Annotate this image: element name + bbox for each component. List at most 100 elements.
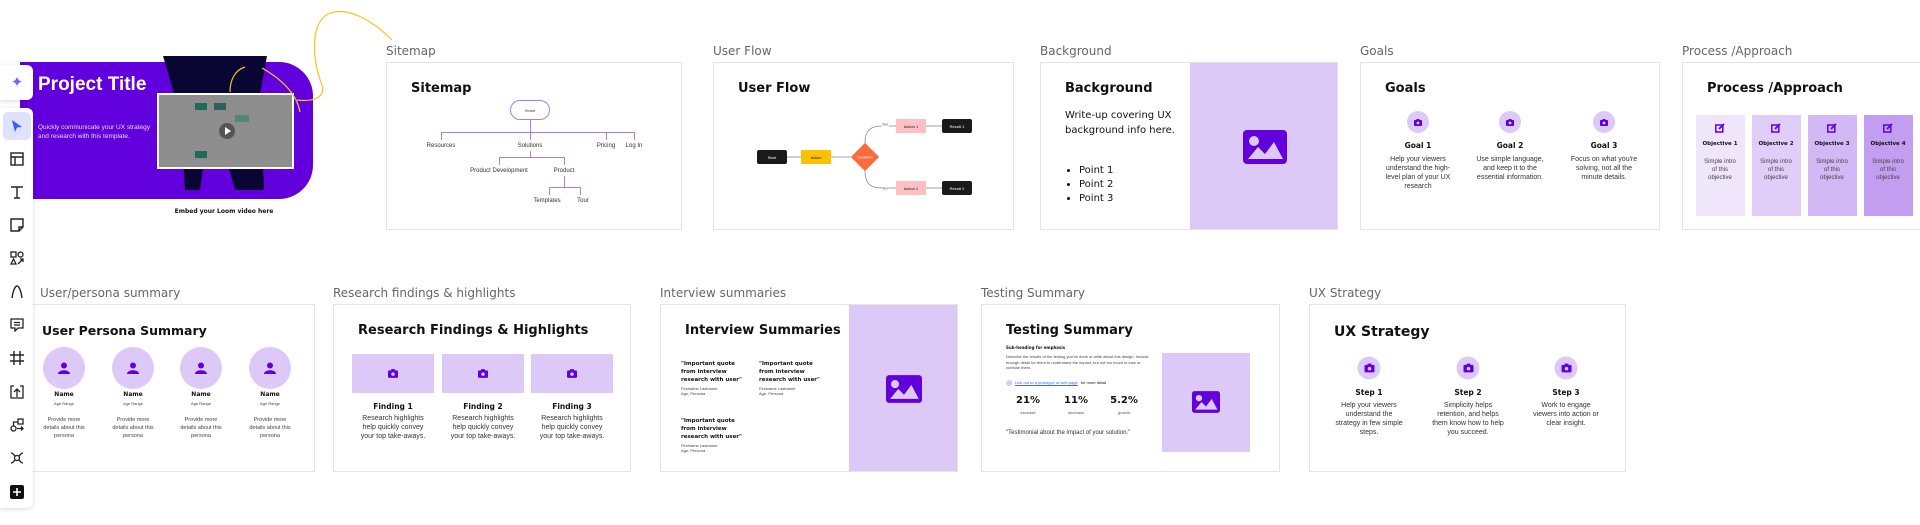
stat-value: 5.2% xyxy=(1110,395,1138,406)
sitemap-connector xyxy=(499,157,500,165)
sitemap-connector xyxy=(634,132,635,140)
frame-research[interactable]: Research Findings & Highlights Finding 1… xyxy=(333,304,631,472)
finding-image-placeholder xyxy=(352,354,434,393)
background-image-placeholder xyxy=(1190,63,1337,229)
persona-name: Name xyxy=(54,391,74,398)
persona-desc: Provide more details about this persona xyxy=(43,417,85,439)
frame-process[interactable]: Process /Approach Objective 1 Simple int… xyxy=(1682,62,1920,230)
stat-value: 21% xyxy=(1016,395,1040,406)
edit-icon xyxy=(1715,123,1725,133)
pen-icon[interactable] xyxy=(3,278,31,306)
sitemap-node-solutions: Solutions xyxy=(517,143,543,149)
interview-quote: "Important quote from interview research… xyxy=(681,360,751,396)
shapes-icon[interactable] xyxy=(3,244,31,272)
testing-subheading: Sub-heading for emphasis xyxy=(1006,345,1066,350)
ai-assist-panel: ✦ xyxy=(0,65,33,100)
video-thumbnail-card xyxy=(195,151,207,158)
research-title: Research Findings & Highlights xyxy=(358,323,589,338)
frame-ux-strategy[interactable]: UX Strategy Step 1 Help your viewers und… xyxy=(1309,304,1626,472)
frame-label-persona: User/persona summary xyxy=(40,286,181,300)
frame-persona[interactable]: User Persona Summary Name Age Range Prov… xyxy=(22,304,315,472)
quote-text: "Important quote from interview research… xyxy=(681,418,742,440)
objective-title: Objective 4 xyxy=(1870,141,1906,147)
process-title: Process /Approach xyxy=(1707,81,1843,96)
subtitle-line-1: Quickly communicate your UX strategy xyxy=(38,124,150,131)
flow-node-start: Start xyxy=(757,150,787,164)
sitemap-connector xyxy=(549,187,550,195)
goal-icon-circle xyxy=(1593,111,1615,133)
person-icon xyxy=(264,362,276,374)
finding-image-placeholder xyxy=(531,354,613,393)
person-icon xyxy=(195,362,207,374)
edit-icon xyxy=(1827,123,1837,133)
select-cursor-icon[interactable] xyxy=(3,112,31,140)
edit-icon xyxy=(1771,123,1781,133)
persona-desc: Provide more details about this persona xyxy=(180,417,222,439)
ai-sparkle-icon[interactable]: ✦ xyxy=(10,74,24,91)
frame-goals[interactable]: Goals Goal 1 Goal 2 Goal 3 Help your vie… xyxy=(1360,62,1660,230)
camera-icon xyxy=(388,369,398,378)
sitemap-connector xyxy=(549,187,581,188)
interview-title: Interview Summaries xyxy=(685,323,841,338)
person-icon xyxy=(58,362,70,374)
frame-testing[interactable]: Testing Summary Sub-heading for emphasis… xyxy=(981,304,1280,472)
link-suffix: for more detail xyxy=(1080,380,1107,385)
objective-title: Objective 3 xyxy=(1814,141,1850,147)
persona-age: Age Range xyxy=(259,401,281,406)
comment-icon[interactable] xyxy=(3,311,31,339)
frame-user-flow[interactable]: User Flow Start Action Decision Yes No A… xyxy=(713,62,1014,230)
background-title: Background xyxy=(1065,81,1153,96)
persona-name: Name xyxy=(191,391,211,398)
goal-title: Goal 1 xyxy=(1404,141,1432,150)
frame-background[interactable]: Background Write-up covering UX backgrou… xyxy=(1040,62,1338,230)
objective-desc: Simple intro of this objective xyxy=(1872,159,1904,181)
objective-title: Objective 2 xyxy=(1758,141,1794,147)
ux-strategy-title: UX Strategy xyxy=(1334,324,1430,340)
frame-label-research: Research findings & highlights xyxy=(333,286,516,300)
upload-icon[interactable] xyxy=(3,378,31,406)
prototype-link[interactable]: Link out to a prototype or web page xyxy=(1015,380,1078,385)
flow-node-result-2: Result 2 xyxy=(942,181,972,195)
sitemap-node-tour: Tour xyxy=(577,198,589,204)
persona-avatar xyxy=(249,347,291,389)
finding-image-placeholder xyxy=(442,354,524,393)
user-flow-title: User Flow xyxy=(738,81,811,96)
sitemap-connector xyxy=(530,120,531,132)
quote-text: "Important quote from interview research… xyxy=(759,361,820,383)
persona-desc: Provide more details about this persona xyxy=(249,417,291,439)
testing-link-row[interactable]: Link out to a prototype or web page for … xyxy=(1006,380,1106,386)
frame-icon[interactable] xyxy=(3,344,31,372)
frame-sitemap[interactable]: Sitemap Home Resources Solutions Pricing… xyxy=(386,62,682,230)
flow-node-result-1: Result 1 xyxy=(942,119,972,133)
objective-card: Objective 3 Simple intro of this objecti… xyxy=(1808,115,1857,216)
loom-video-embed[interactable] xyxy=(157,93,294,169)
diagram-icon[interactable] xyxy=(3,411,31,439)
sitemap-connector xyxy=(580,187,581,195)
frame-label-sitemap: Sitemap xyxy=(386,44,436,58)
play-icon[interactable] xyxy=(219,123,235,139)
sitemap-connector xyxy=(564,157,565,165)
stat-label: increase xyxy=(1020,410,1036,415)
quote-author: Firstname Lastname xyxy=(759,386,796,391)
background-point: Point 3 xyxy=(1079,192,1113,206)
subtitle-line-2: and research with this template. xyxy=(38,133,130,140)
camera-icon xyxy=(478,369,488,378)
testimonial: "Testimonial about the impact of your so… xyxy=(1006,430,1131,436)
step-desc: Simplicity helps retention, and helps th… xyxy=(1432,402,1504,436)
goal-desc: Focus on what you're solving, not all th… xyxy=(1570,156,1638,181)
sticky-note-icon[interactable] xyxy=(3,211,31,239)
templates-layout-icon[interactable] xyxy=(3,145,31,173)
mind-map-icon[interactable] xyxy=(3,444,31,472)
frame-label-interview: Interview summaries xyxy=(660,286,787,300)
persona-avatar xyxy=(43,347,85,389)
background-point: Point 2 xyxy=(1079,178,1113,192)
objective-desc: Simple intro of this objective xyxy=(1816,159,1848,181)
more-plus-icon[interactable] xyxy=(3,478,31,506)
background-point: Point 1 xyxy=(1079,164,1113,178)
goals-title: Goals xyxy=(1385,81,1426,96)
sitemap-node-product-development: Product Development xyxy=(470,168,528,174)
text-icon[interactable] xyxy=(3,178,31,206)
frame-interview[interactable]: Interview Summaries "Important quote fro… xyxy=(660,304,958,472)
persona-age: Age Range xyxy=(53,401,75,406)
quote-author: Firstname Lastname xyxy=(681,443,718,448)
